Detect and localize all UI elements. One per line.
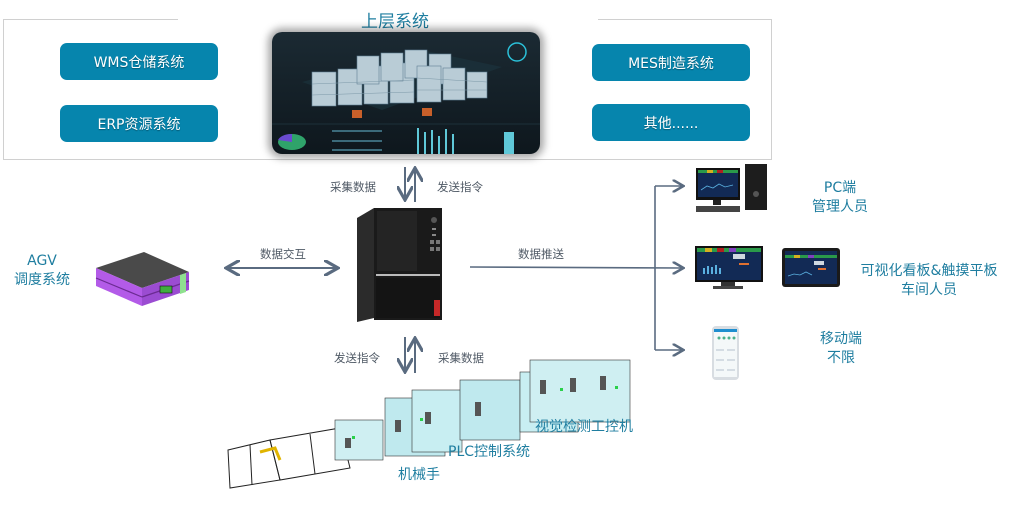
mobile-endpoint-label: 移动端 不限 xyxy=(806,330,876,368)
warehouse-3d-illustration xyxy=(272,42,540,154)
pc-workstation-icon xyxy=(696,164,767,212)
agv-label: AGV 调度系统 xyxy=(10,252,74,290)
data-push-arrow xyxy=(469,267,682,268)
dashboard-monitor-icon xyxy=(695,246,763,289)
mes-button[interactable]: MES制造系统 xyxy=(592,44,750,81)
frame-top-line-left xyxy=(3,19,178,20)
erp-button[interactable]: ERP资源系统 xyxy=(60,105,218,142)
upper-system-title: 上层系统 xyxy=(361,12,429,32)
frame-top-line-right xyxy=(598,19,772,20)
mobile-endpoint-line1: 移动端 xyxy=(820,331,862,347)
agv-robot-icon xyxy=(95,252,190,306)
agv-label-line1: AGV xyxy=(27,253,57,269)
mobile-endpoint-line2: 不限 xyxy=(827,350,855,366)
warehouse-dashboard-image xyxy=(272,32,540,154)
upper-system-frame xyxy=(3,19,772,160)
board-endpoint-line2: 车间人员 xyxy=(901,282,957,298)
pc-endpoint-label: PC端 管理人员 xyxy=(800,179,880,217)
top-collect-label: 采集数据 xyxy=(330,180,376,194)
data-push-label: 数据推送 xyxy=(518,247,564,261)
pc-endpoint-line2: 管理人员 xyxy=(812,199,868,215)
production-line-illustration xyxy=(227,359,631,489)
wms-button[interactable]: WMS仓储系统 xyxy=(60,43,218,80)
bottom-collect-label: 采集数据 xyxy=(438,351,484,365)
bottom-send-label: 发送指令 xyxy=(334,351,380,365)
touch-tablet-icon xyxy=(782,248,840,287)
vision-label: 视觉检测工控机 xyxy=(535,419,633,435)
agv-label-line2: 调度系统 xyxy=(14,272,70,288)
robot-arm-shape xyxy=(259,446,282,461)
mobile-phone-icon xyxy=(712,326,739,380)
plc-label: PLC控制系统 xyxy=(448,444,531,460)
agv-exchange-label: 数据交互 xyxy=(260,247,306,261)
pc-endpoint-line1: PC端 xyxy=(823,180,857,196)
other-systems-button[interactable]: 其他...... xyxy=(592,104,750,141)
top-send-label: 发送指令 xyxy=(437,180,483,194)
board-endpoint-line1: 可视化看板&触摸平板 xyxy=(860,263,998,279)
robot-arm-label: 机械手 xyxy=(398,467,440,483)
board-endpoint-label: 可视化看板&触摸平板 车间人员 xyxy=(845,262,1013,300)
industrial-pc-tower-icon xyxy=(357,208,442,322)
